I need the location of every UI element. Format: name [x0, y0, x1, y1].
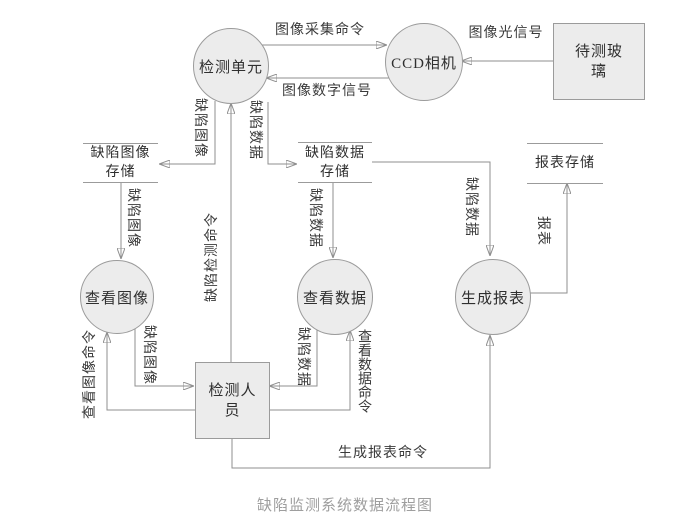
- entity-inspector: 检测人员: [195, 362, 270, 439]
- flow-label-image-capture-command: 图像采集命令: [275, 23, 365, 38]
- process-detect-unit: 检测单元: [193, 28, 269, 104]
- flow-line-defect-data-to-store: [267, 102, 296, 164]
- entity-glass-under-test-label: 待测玻璃: [575, 43, 624, 80]
- flow-line-defect-image-to-inspector: [134, 327, 193, 386]
- store-defect-data-label: 缺陷数据存储: [305, 145, 365, 180]
- flow-line-generate-report-command: [231, 336, 490, 469]
- flow-label-defect-image-3: 缺陷图像: [141, 325, 156, 385]
- flow-line-defect-image-to-store: [160, 101, 216, 164]
- flow-line-defect-data-to-report: [372, 161, 490, 255]
- flow-label-defect-data-1: 缺陷数据: [247, 100, 262, 160]
- flow-label-image-light-signal: 图像光信号: [468, 26, 544, 41]
- store-defect-data: 缺陷数据存储: [298, 142, 372, 183]
- diagram-caption: 缺陷监测系统数据流程图: [256, 497, 434, 514]
- flow-label-defect-data-2: 缺陷数据: [307, 188, 322, 248]
- process-view-data: 查看数据: [297, 259, 373, 335]
- process-generate-report: 生成报表: [455, 259, 531, 335]
- process-ccd-camera-label: CCD相机: [391, 55, 457, 72]
- store-report: 报表存储: [527, 143, 603, 184]
- flow-label-defect-data-3: 缺陷数据: [463, 177, 478, 237]
- process-detect-unit-label: 检测单元: [198, 59, 263, 76]
- process-generate-report-label: 生成报表: [460, 290, 525, 307]
- entity-glass-under-test: 待测玻璃: [553, 23, 645, 100]
- process-view-image-label: 查看图像: [84, 290, 149, 307]
- flow-line-defect-data-to-inspector: [270, 329, 318, 386]
- flow-label-defect-detect-command: 缺陷检测命令: [205, 212, 220, 302]
- store-defect-image: 缺陷图像存储: [83, 143, 158, 183]
- flow-label-view-image-command: 查看图像命令: [83, 329, 98, 419]
- flow-label-image-digital-signal: 图像数字信号: [282, 84, 372, 99]
- flow-line-view-data-command: [268, 331, 350, 411]
- flow-label-defect-image-1: 缺陷图像: [192, 98, 207, 158]
- flow-line-view-image-command: [107, 333, 195, 411]
- flow-label-generate-report-command: 生成报表命令: [338, 446, 428, 461]
- flow-label-view-data-command: 查看数据命令: [356, 329, 371, 413]
- flow-line-report-to-store: [529, 184, 567, 294]
- flow-label-report: 报表: [535, 216, 550, 246]
- flow-label-defect-image-2: 缺陷图像: [125, 188, 140, 248]
- store-defect-image-label: 缺陷图像存储: [90, 146, 151, 180]
- process-view-image: 查看图像: [80, 260, 154, 334]
- entity-inspector-label: 检测人员: [208, 382, 257, 419]
- flow-label-defect-data-4: 缺陷数据: [295, 327, 310, 387]
- process-view-data-label: 查看数据: [302, 290, 367, 307]
- store-report-label: 报表存储: [535, 156, 595, 171]
- process-ccd-camera: CCD相机: [385, 23, 463, 101]
